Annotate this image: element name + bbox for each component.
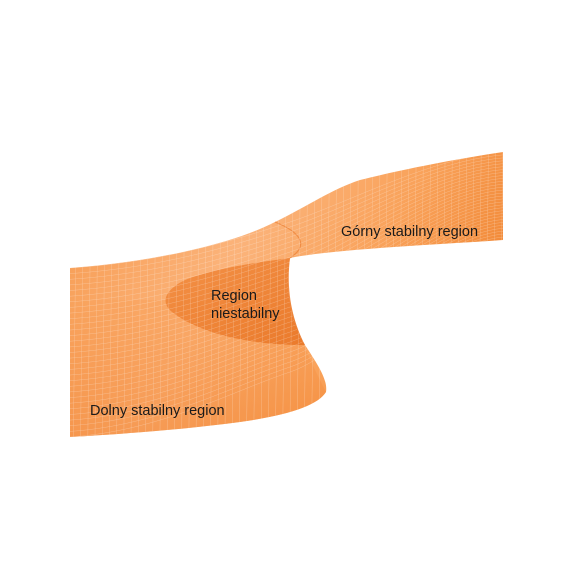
mesh-line <box>70 152 503 269</box>
lower-stable-region-label: Dolny stabilny region <box>90 403 225 419</box>
mesh-line <box>70 172 503 308</box>
mesh-line <box>70 166 503 297</box>
mesh-line <box>70 207 503 376</box>
mesh-line <box>70 160 503 286</box>
mesh-line <box>70 157 503 280</box>
unstable-fold <box>165 258 305 345</box>
mesh-line <box>318 152 323 437</box>
unstable-region-label-line1: Region <box>211 288 257 304</box>
mesh-line <box>70 204 503 370</box>
mesh-line <box>70 219 503 398</box>
mesh-line <box>70 152 71 437</box>
mesh-line <box>70 213 503 387</box>
mesh-line <box>70 201 503 364</box>
mesh-line <box>70 163 503 291</box>
mesh-line <box>70 210 503 381</box>
mesh-line <box>325 152 330 437</box>
mesh-line <box>340 152 345 437</box>
upper-stable-region-label: Górny stabilny region <box>341 224 478 240</box>
mesh-line <box>70 216 503 393</box>
mesh-line <box>70 154 503 274</box>
mesh-line <box>70 169 503 302</box>
unstable-region-label-line2: niestabilny <box>211 306 280 322</box>
mesh-line <box>332 152 338 437</box>
surface <box>70 152 503 437</box>
fold-crease <box>274 221 302 259</box>
